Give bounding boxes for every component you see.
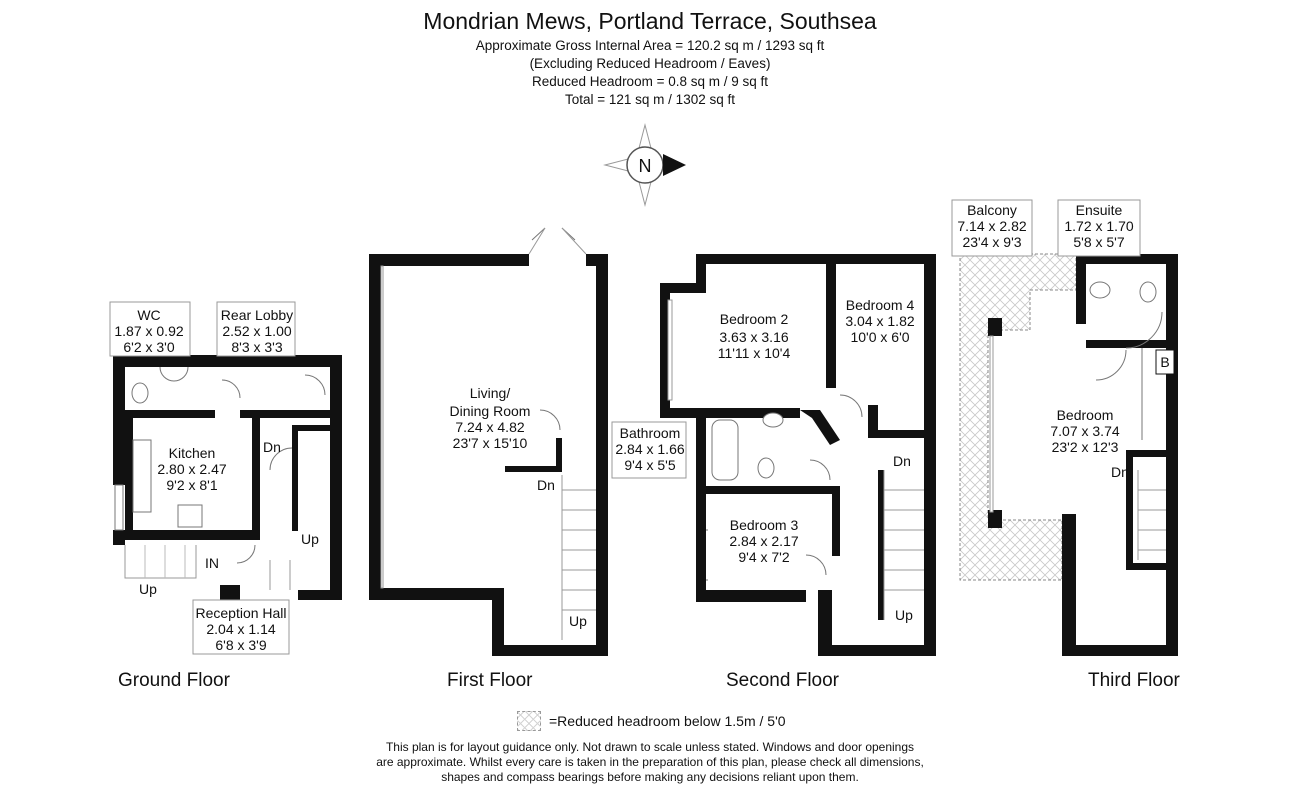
second-up-marker: Up [895,607,913,623]
third-bedroom-metric: 7.07 x 3.74 [1050,423,1119,439]
first-up-marker: Up [569,613,587,629]
wc-name: WC [137,307,160,323]
disclaimer-line-3: shapes and compass bearings before makin… [441,770,859,784]
entrance-marker: IN [205,555,219,571]
third-bedroom-imperial: 23'2 x 12'3 [1052,439,1119,455]
reduced-headroom-line: Reduced Headroom = 0.8 sq m / 9 sq ft [532,74,768,89]
bedroom4-metric: 3.04 x 1.82 [845,313,914,329]
bedroom3-name: Bedroom 3 [730,517,799,533]
reduced-headroom-swatch [517,711,541,731]
rear-lobby-name: Rear Lobby [221,307,293,323]
label-boxes [109,199,1141,655]
kitchen-metric: 2.80 x 2.47 [157,461,226,477]
exclusion-line: (Excluding Reduced Headroom / Eaves) [529,56,771,71]
third-dn-marker: Dn [1111,464,1129,480]
balcony-metric: 7.14 x 2.82 [957,218,1026,234]
legend-text: =Reduced headroom below 1.5m / 5'0 [549,713,786,729]
third-floor-label: Third Floor [1088,670,1180,691]
compass-icon: N [603,123,686,207]
second-floor-label: Second Floor [726,670,840,691]
bedroom3-metric: 2.84 x 2.17 [729,533,798,549]
second-floor-plan [660,254,936,656]
legend: =Reduced headroom below 1.5m / 5'0 [517,711,786,731]
third-bedroom-name: Bedroom [1057,407,1114,423]
disclaimer: This plan is for layout guidance only. N… [0,740,1300,785]
balcony-imperial: 23'4 x 9'3 [962,234,1021,250]
disclaimer-line-1: This plan is for layout guidance only. N… [385,740,915,754]
bedroom4-name: Bedroom 4 [846,297,915,313]
third-floor-plan [959,253,1178,656]
ensuite-metric: 1.72 x 1.70 [1064,218,1133,234]
third-b-marker: B [1160,354,1169,370]
balcony-name: Balcony [967,202,1017,218]
reception-hall-name: Reception Hall [195,605,286,621]
bedroom2-name: Bedroom 2 [720,311,789,327]
living-metric: 7.24 x 4.82 [455,419,524,435]
ground-floor-label: Ground Floor [118,670,230,691]
ground-up-marker: Up [301,531,319,547]
bedroom2-metric: 3.63 x 3.16 [719,329,788,345]
second-dn-marker: Dn [893,453,911,469]
bathroom-imperial: 9'4 x 5'5 [624,457,675,473]
ensuite-imperial: 5'8 x 5'7 [1073,234,1124,250]
wc-metric: 1.87 x 0.92 [114,323,183,339]
bedroom2-imperial: 11'11 x 10'4 [718,345,791,361]
kitchen-name: Kitchen [169,445,216,461]
outside-up-marker: Up [139,581,157,597]
rear-lobby-metric: 2.52 x 1.00 [222,323,291,339]
living-imperial: 23'7 x 15'10 [453,435,528,451]
rear-lobby-imperial: 8'3 x 3'3 [231,339,282,355]
bedroom3-imperial: 9'4 x 7'2 [738,549,789,565]
first-dn-marker: Dn [537,477,555,493]
total-area-line: Total = 121 sq m / 1302 sq ft [565,92,735,107]
bathroom-name: Bathroom [620,425,681,441]
kitchen-imperial: 9'2 x 8'1 [166,477,217,493]
ground-dn-marker: Dn [263,439,281,455]
reception-hall-imperial: 6'8 x 3'9 [215,637,266,653]
bedroom4-imperial: 10'0 x 6'0 [850,329,909,345]
living-name-2: Dining Room [450,403,531,419]
reception-hall-metric: 2.04 x 1.14 [206,621,275,637]
compass-letter: N [639,156,652,176]
disclaimer-line-2: are approximate. Whilst every care is ta… [376,755,924,769]
plan-title: Mondrian Mews, Portland Terrace, Southse… [423,8,877,34]
first-floor-plan [369,227,608,656]
bathroom-metric: 2.84 x 1.66 [615,441,684,457]
living-name-1: Living/ [470,385,511,401]
ensuite-name: Ensuite [1076,202,1123,218]
wc-imperial: 6'2 x 3'0 [123,339,174,355]
gross-area-line: Approximate Gross Internal Area = 120.2 … [475,38,825,53]
first-floor-label: First Floor [447,670,533,691]
ground-floor-plan [113,355,342,600]
